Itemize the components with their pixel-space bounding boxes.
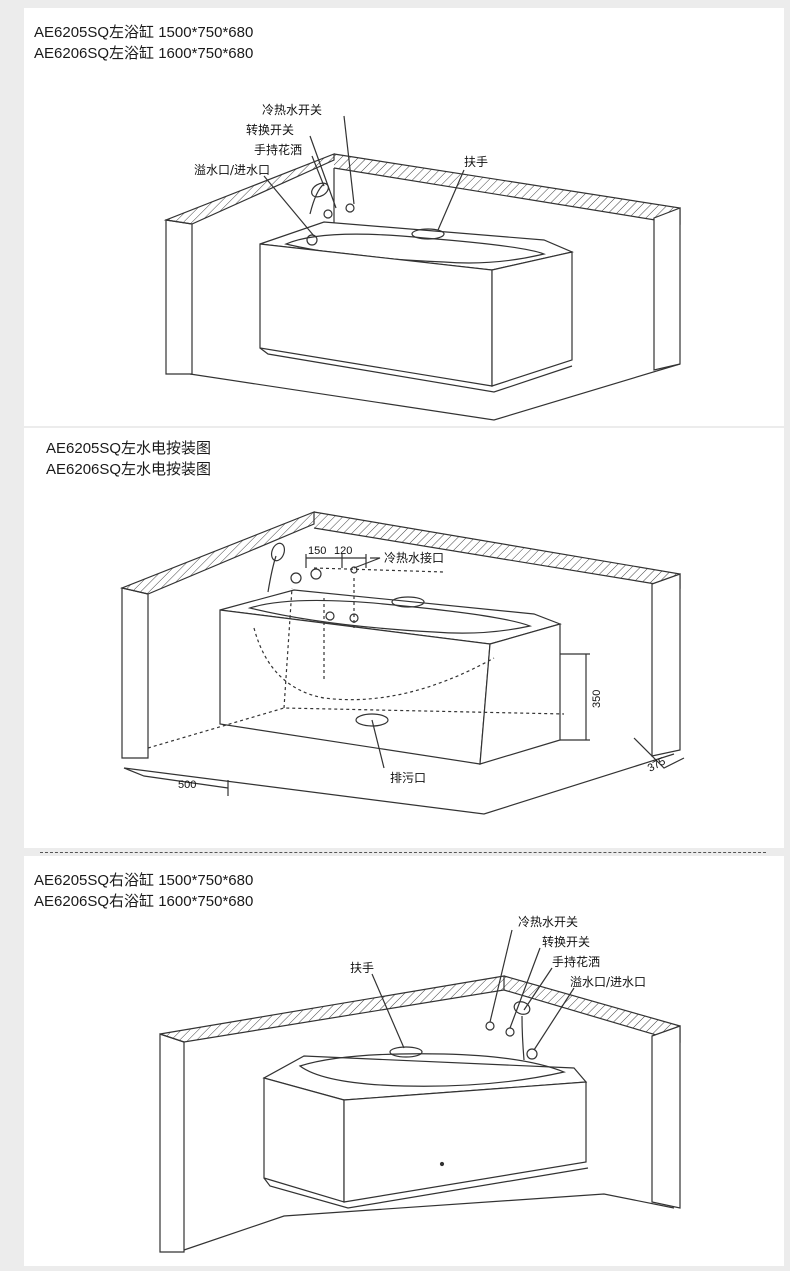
left-label-overflow: 溢水口/进水口 xyxy=(194,163,270,177)
right-label-hot-cold: 冷热水开关 xyxy=(518,915,578,929)
install-right-wall xyxy=(651,573,681,757)
right-tub-front xyxy=(343,1081,587,1203)
right-wall xyxy=(653,207,681,371)
install-left-wall xyxy=(121,587,149,759)
hidden-basin-line xyxy=(253,627,495,701)
handrail-shape xyxy=(411,228,445,240)
right-hand-shower xyxy=(513,1001,531,1015)
tub-side-panel xyxy=(491,251,573,387)
install-label-drain: 排污口 xyxy=(390,771,426,785)
install-titles: AE6205SQ左水电按装图 AE6206SQ左水电按装图 xyxy=(46,438,211,480)
install-back-wall-top xyxy=(313,511,681,589)
back-wall-top xyxy=(333,153,681,225)
drain-outlet xyxy=(355,713,389,727)
left-label-handrail: 扶手 xyxy=(464,154,488,169)
left-bathtub-panel: AE6205SQ左浴缸 1500*750*680 AE6206SQ左浴缸 160… xyxy=(24,8,784,426)
install-hand-shower xyxy=(270,542,286,562)
right-right-wall xyxy=(651,1025,681,1209)
right-title-line2: AE6206SQ右浴缸 1600*750*680 xyxy=(34,893,254,910)
right-title-line1: AE6205SQ右浴缸 1500*750*680 xyxy=(34,872,254,889)
install-tub-side xyxy=(479,623,561,765)
left-label-diverter: 转换开关 xyxy=(246,122,294,137)
dim-120: 120 xyxy=(334,545,352,557)
install-title-line1: AE6205SQ左水电按装图 xyxy=(46,440,212,457)
right-label-hand-shower: 手持花洒 xyxy=(552,954,600,969)
right-label-handrail: 扶手 xyxy=(350,960,374,975)
hot-cold-knob xyxy=(345,203,355,213)
right-bathtub-diagram: 冷热水开关 转换开关 手持花洒 溢水口/进水口 扶手 xyxy=(159,915,681,1253)
install-diagram: 150 120 冷热水接口 排污口 350 500 375 xyxy=(119,511,685,815)
dim-375: 375 xyxy=(646,755,668,774)
floor-outline xyxy=(189,363,681,421)
install-label-water-inlet: 冷热水接口 xyxy=(384,550,444,565)
left-label-hot-cold: 冷热水开关 xyxy=(262,103,322,117)
left-bathtub-diagram: 冷热水开关 转换开关 手持花洒 溢水口/进水口 扶手 xyxy=(163,103,681,421)
left-title-line2: AE6206SQ左浴缸 1600*750*680 xyxy=(34,45,254,62)
right-left-wall-top xyxy=(159,975,505,1043)
left-bathtub-titles: AE6205SQ左浴缸 1500*750*680 AE6206SQ左浴缸 160… xyxy=(34,22,253,64)
dim-350: 350 xyxy=(591,690,603,708)
left-label-hand-shower: 手持花洒 xyxy=(254,142,302,157)
left-wall xyxy=(165,219,193,375)
left-title-line1: AE6205SQ左浴缸 1500*750*680 xyxy=(34,24,254,41)
hand-shower-hose xyxy=(309,183,325,215)
dim-150: 150 xyxy=(308,545,326,557)
dashed-divider-2 xyxy=(40,852,766,853)
right-tub-left-side xyxy=(263,1077,345,1203)
right-label-overflow: 溢水口/进水口 xyxy=(570,975,646,989)
dim-500: 500 xyxy=(178,779,196,791)
right-bathtub-panel: AE6205SQ右浴缸 1500*750*680 AE6206SQ右浴缸 160… xyxy=(24,856,784,1266)
overflow-fitting xyxy=(306,234,318,246)
install-left-wall-top xyxy=(119,511,315,595)
install-title-line2: AE6206SQ左水电按装图 xyxy=(46,461,212,478)
right-label-diverter: 转换开关 xyxy=(542,934,590,949)
right-bathtub-titles: AE6205SQ右浴缸 1500*750*680 AE6206SQ右浴缸 160… xyxy=(34,870,253,912)
right-left-wall xyxy=(159,1033,185,1253)
install-panel: AE6205SQ左水电按装图 AE6206SQ左水电按装图 xyxy=(24,428,784,848)
diverter-knob xyxy=(323,209,333,219)
